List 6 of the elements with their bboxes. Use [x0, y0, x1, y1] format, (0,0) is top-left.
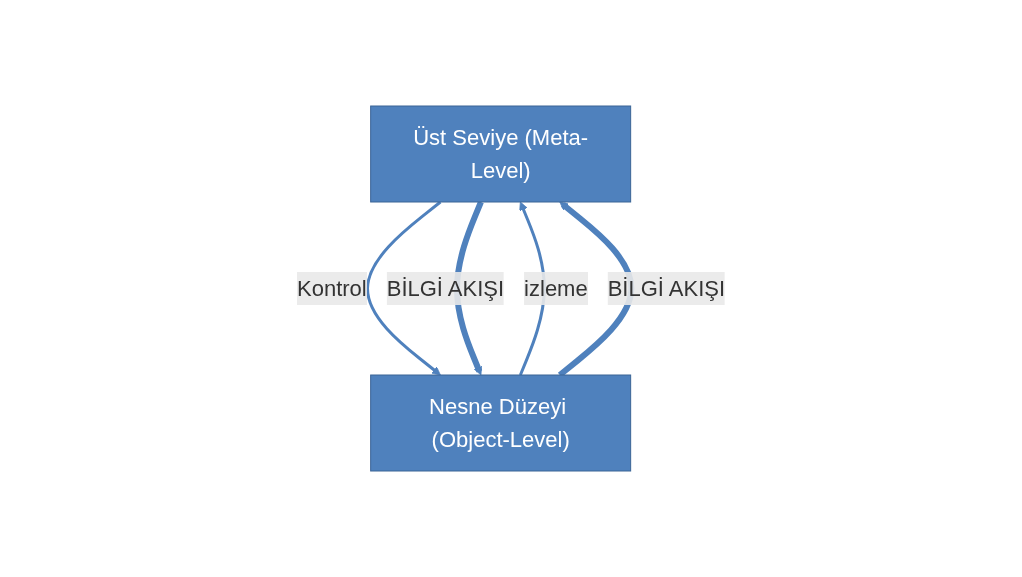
edge-label: BİLGİ AKIŞI	[386, 276, 505, 301]
edge-label: Kontrol	[296, 276, 367, 301]
edge-label: BİLGİ AKIŞI	[607, 276, 726, 301]
node-box: Nesne Düzeyi (Object-Level)	[370, 374, 632, 472]
node-box: Üst Seviye (Meta-Level)	[370, 105, 632, 203]
edge-label: izleme	[524, 276, 588, 301]
